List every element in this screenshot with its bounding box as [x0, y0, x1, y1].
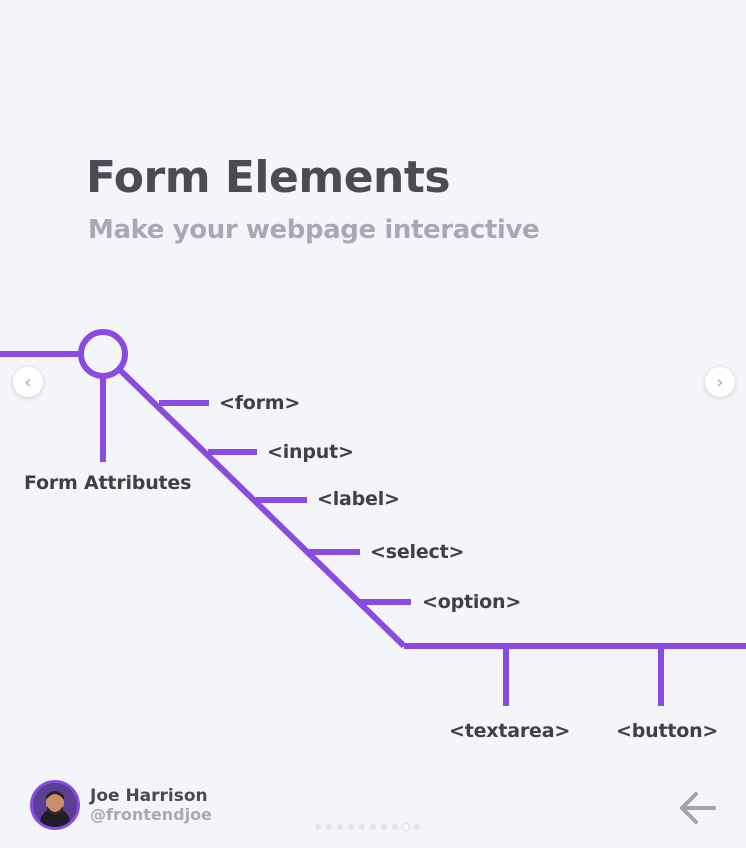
- branch-label-button: <button>: [616, 720, 719, 742]
- root-node: [78, 329, 128, 379]
- branch-label-textarea: <textarea>: [449, 720, 571, 742]
- carousel-dot[interactable]: [326, 824, 332, 830]
- author-name: Joe Harrison: [90, 786, 208, 806]
- avatar-portrait-icon: [33, 783, 77, 827]
- carousel-dot[interactable]: [381, 824, 387, 830]
- author-handle[interactable]: @frontendjoe: [90, 805, 212, 824]
- carousel-dot[interactable]: [392, 824, 398, 830]
- chevron-left-icon: ‹: [24, 371, 32, 393]
- carousel-dot[interactable]: [370, 824, 376, 830]
- branch-label-option: <option>: [422, 591, 522, 613]
- trunk-diagonal: [117, 367, 407, 649]
- carousel-prev-button[interactable]: ‹: [13, 367, 43, 397]
- root-label: Form Attributes: [24, 472, 192, 494]
- carousel-dot[interactable]: [315, 824, 321, 830]
- carousel-dot[interactable]: [359, 824, 365, 830]
- chevron-right-icon: ›: [716, 371, 724, 393]
- page-title: Form Elements: [86, 152, 451, 203]
- branch-label-form: <form>: [219, 392, 301, 414]
- carousel-dot[interactable]: [348, 824, 354, 830]
- arrow-left-icon[interactable]: [676, 788, 720, 828]
- branch-label-input: <input>: [267, 441, 354, 463]
- carousel-next-button[interactable]: ›: [705, 367, 735, 397]
- carousel-dot[interactable]: [414, 824, 420, 830]
- branch-label-label: <label>: [317, 488, 400, 510]
- page-subtitle: Make your webpage interactive: [88, 215, 540, 245]
- carousel-dot[interactable]: [337, 824, 343, 830]
- carousel-indicator: [315, 824, 420, 830]
- author-avatar[interactable]: [30, 780, 80, 830]
- branch-label-select: <select>: [370, 541, 465, 563]
- carousel-dot-active[interactable]: [403, 824, 409, 830]
